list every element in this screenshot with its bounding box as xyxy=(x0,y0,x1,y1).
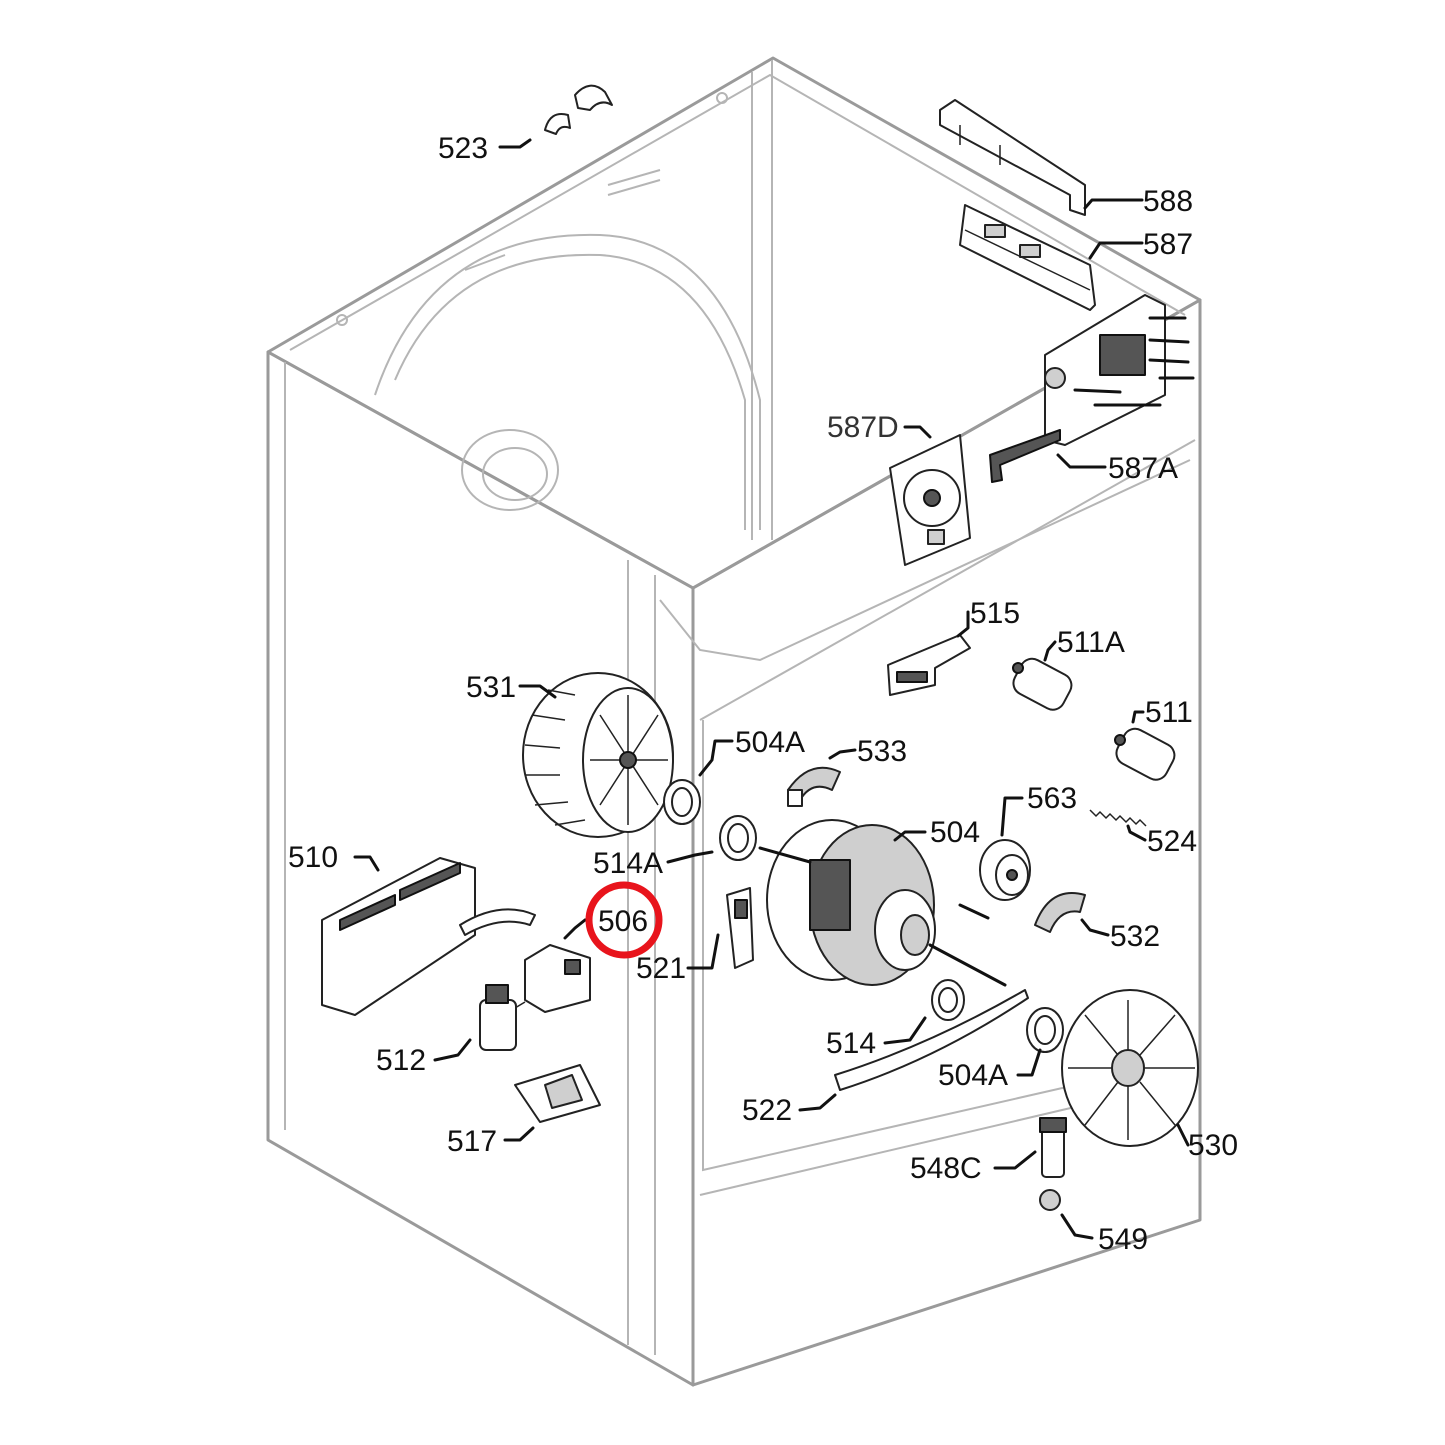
label-506: 506 xyxy=(598,905,648,938)
label-530: 530 xyxy=(1188,1129,1238,1162)
label-532: 532 xyxy=(1110,920,1160,953)
highlight-circle xyxy=(585,881,663,959)
part-522-belt xyxy=(834,989,1029,1091)
part-530-fan xyxy=(1061,989,1199,1147)
part-517-bracket xyxy=(514,1064,601,1123)
label-587A: 587A xyxy=(1108,452,1178,485)
part-504A-ring-upper xyxy=(663,779,701,825)
part-548C-filter xyxy=(1039,1117,1067,1178)
part-587A-switch-board xyxy=(989,294,1195,483)
part-514-bearing xyxy=(931,979,965,1021)
label-587D: 587D xyxy=(827,411,899,444)
part-labels: 523 588 587 587D 587A 515 511A 531 504A … xyxy=(288,132,1238,1256)
label-588: 588 xyxy=(1143,185,1193,218)
label-511: 511 xyxy=(1145,696,1193,729)
label-549: 549 xyxy=(1098,1223,1148,1256)
label-504A-top: 504A xyxy=(735,726,805,759)
label-511A: 511A xyxy=(1057,626,1125,659)
label-524: 524 xyxy=(1147,825,1197,858)
label-531: 531 xyxy=(466,671,516,704)
part-504A-ring-lower xyxy=(1026,1007,1064,1053)
part-587-control-board xyxy=(959,204,1096,311)
part-506-pressure-switch xyxy=(514,944,591,1013)
part-531-fan-wheel xyxy=(522,672,674,838)
label-517: 517 xyxy=(447,1125,497,1158)
part-512-sensor xyxy=(479,984,517,1051)
label-504A-bottom: 504A xyxy=(938,1059,1008,1092)
label-504: 504 xyxy=(930,816,980,849)
part-511-capacitor xyxy=(1114,727,1176,781)
part-549-plug xyxy=(1039,1189,1061,1211)
part-588-bracket xyxy=(939,99,1086,216)
label-514: 514 xyxy=(826,1027,876,1060)
part-587D-encoder-board xyxy=(889,434,971,566)
leader-lines xyxy=(353,138,1190,1240)
part-514A-bearing xyxy=(719,815,757,861)
label-522: 522 xyxy=(742,1094,792,1127)
part-532-bracket xyxy=(1034,892,1086,933)
label-533: 533 xyxy=(857,735,907,768)
label-512: 512 xyxy=(376,1044,426,1077)
label-548C: 548C xyxy=(910,1152,982,1185)
label-521: 521 xyxy=(636,952,686,985)
part-504-motor xyxy=(758,819,1007,987)
part-515-latch xyxy=(887,634,971,696)
part-511A-capacitor xyxy=(1012,657,1073,711)
label-563: 563 xyxy=(1027,782,1077,815)
part-523-clips xyxy=(544,84,613,135)
part-533-bracket xyxy=(787,766,841,807)
knob-pins xyxy=(1073,316,1195,407)
label-523: 523 xyxy=(438,132,488,165)
label-510: 510 xyxy=(288,841,338,874)
part-524-spring xyxy=(1089,809,1147,827)
part-563-pulley xyxy=(979,839,1031,901)
label-515: 515 xyxy=(970,597,1020,630)
part-510-heater xyxy=(321,857,536,1016)
part-521-switch xyxy=(726,887,754,969)
label-587: 587 xyxy=(1143,228,1193,261)
label-514A: 514A xyxy=(593,847,663,880)
